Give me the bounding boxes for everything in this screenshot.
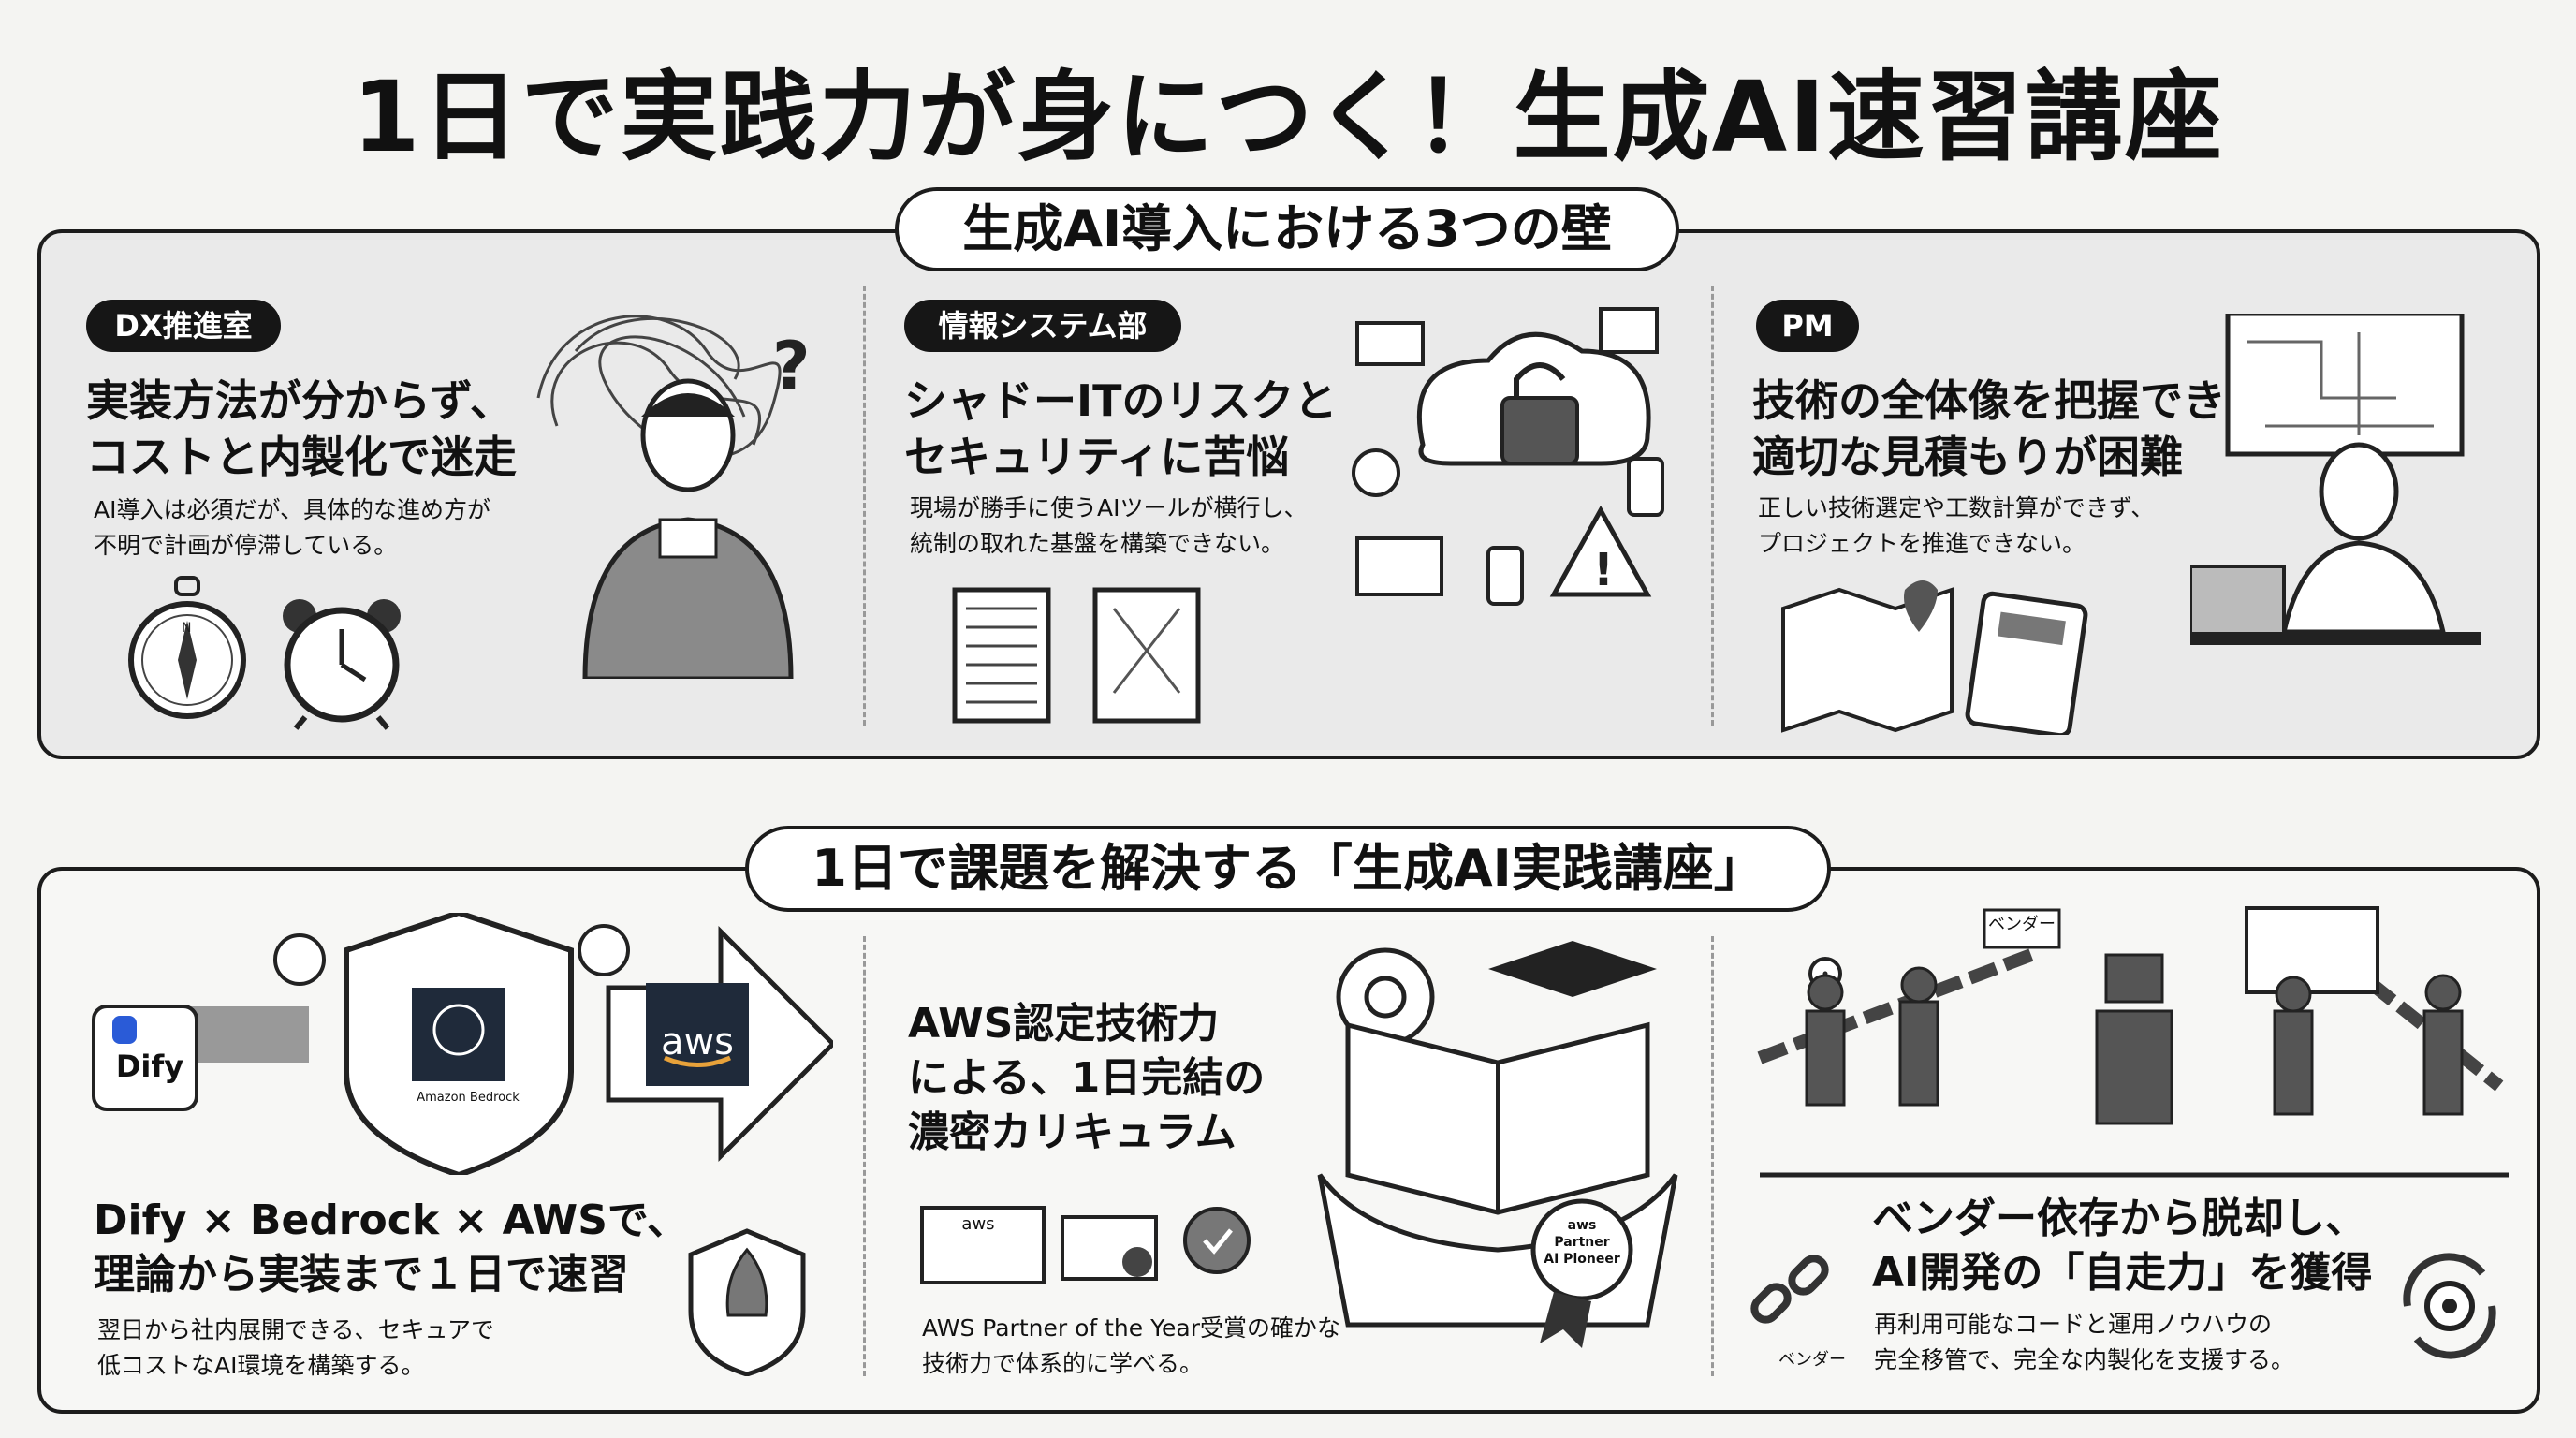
barrier-1-desc-line1: AI導入は必須だが、具体的な進め方が	[94, 496, 490, 523]
solution-2-line1: AWS認定技術力	[908, 1000, 1220, 1048]
barrier-3-line2: 適切な見積もりが困難	[1752, 432, 2183, 482]
badge-line2: Partner	[1554, 1235, 1610, 1250]
tag-dx-office: DX推進室	[86, 300, 281, 352]
dify-logo-label: Dify	[115, 1049, 184, 1084]
gear-cycle-icon	[2403, 1253, 2496, 1359]
barrier-2-desc-line1: 現場が勝手に使うAIツールが横行し、	[910, 494, 1308, 521]
solution-1-line1: Dify × Bedrock × AWSで、	[94, 1196, 689, 1244]
solution-3-line1: ベンダー依存から脱却し、	[1872, 1195, 2366, 1242]
column-divider	[1711, 286, 1714, 726]
vendor-chain-label: ベンダー	[1778, 1350, 1846, 1370]
barrier-1-line1: 実装方法が分からず、	[86, 375, 513, 426]
barrier-3-description: 正しい技術選定や工数計算ができず、 プロジェクトを推進できない。	[1758, 491, 2154, 562]
partner-badge: aws Partner AI Pioneer	[1535, 1217, 1629, 1268]
barrier-2-line1: シャドーITのリスクと	[904, 375, 1338, 426]
solution-2-line3: 濃密カリキュラム	[908, 1108, 1237, 1156]
shadow-it-security-diagram: !	[1352, 307, 1664, 606]
barrier-3-heading: 技術の全体像を把握できず、 適切な見積もりが困難	[1752, 373, 2309, 485]
confused-person-illustration: ?	[536, 315, 811, 679]
certificates-icon	[920, 1206, 1251, 1284]
compass-icon: N	[128, 576, 246, 719]
barrier-1-description: AI導入は必須だが、具体的な進め方が 不明で計画が停滞している。	[94, 492, 490, 564]
alarm-clock-icon	[283, 599, 401, 730]
solution-1-heading: Dify × Bedrock × AWSで、 理論から実装まで１日で速習	[94, 1194, 688, 1302]
svg-text:?: ?	[772, 328, 811, 404]
solution-heading: 1日で課題を解決する「生成AI実践講座」	[745, 826, 1831, 912]
solution-3-line2: AI開発の「自走力」を獲得	[1872, 1249, 2373, 1297]
tag-pm: PM	[1756, 300, 1859, 352]
stressed-pm-illustration	[2190, 314, 2481, 645]
team-robot-illustration	[1757, 906, 2509, 1178]
solution-3-heading: ベンダー依存から脱却し、 AI開発の「自走力」を獲得	[1872, 1192, 2372, 1300]
barrier-3-desc-line2: プロジェクトを推進できない。	[1758, 530, 2086, 557]
solution-2-heading: AWS認定技術力 による、1日完結の 濃密カリキュラム	[908, 997, 1265, 1160]
solution-1-description: 翌日から社内展開できる、セキュアで 低コストなAI環境を構築する。	[97, 1313, 494, 1384]
column-divider	[863, 936, 866, 1376]
solution-1-desc-line1: 翌日から社内展開できる、セキュアで	[97, 1316, 495, 1343]
barriers-heading: 生成AI導入における3つの壁	[895, 187, 1679, 271]
barrier-2-description: 現場が勝手に使うAIツールが横行し、 統制の取れた基盤を構築できない。	[910, 491, 1307, 562]
barrier-3-line1: 技術の全体像を把握できず、	[1752, 375, 2309, 426]
vendor-sign-label: ベンダー	[1988, 915, 2056, 934]
barrier-1-heading: 実装方法が分からず、 コストと内製化で迷走	[86, 373, 517, 485]
barrier-1-desc-line2: 不明で計画が停滞している。	[94, 532, 398, 559]
barrier-2-heading: シャドーITのリスクと セキュリティに苦悩	[904, 373, 1338, 485]
page-title: 1日で実践力が身につく！生成AI速習講座	[352, 60, 2224, 174]
column-divider	[863, 286, 866, 726]
map-calculator-icons	[1781, 580, 2088, 735]
dify-bedrock-aws-flow-diagram	[92, 913, 833, 1175]
column-divider	[1711, 936, 1714, 1376]
solution-3-desc-line1: 再利用可能なコードと運用ノウハウの	[1874, 1311, 2273, 1338]
solution-3-desc-line2: 完全移管で、完全な内製化を支援する。	[1874, 1346, 2295, 1373]
solution-1-desc-line2: 低コストなAI環境を構築する。	[97, 1352, 425, 1379]
barrier-2-desc-line2: 統制の取れた基盤を構築できない。	[910, 530, 1285, 557]
tag-it-department: 情報システム部	[904, 300, 1181, 352]
solution-2-description: AWS Partner of the Year受賞の確かな 技術力で体系的に学べ…	[922, 1311, 1340, 1382]
badge-line3: AI Pioneer	[1544, 1252, 1620, 1267]
barrier-3-desc-line1: 正しい技術選定や工数計算ができず、	[1758, 494, 2155, 521]
rocket-shield-icon	[688, 1228, 806, 1376]
solution-2-line2: による、1日完結の	[908, 1054, 1266, 1102]
svg-text:N: N	[182, 621, 191, 636]
solution-2-desc-line2: 技術力で体系的に学べる。	[922, 1350, 1204, 1377]
svg-text:!: !	[1593, 544, 1614, 596]
bedrock-logo-label: Amazon Bedrock	[417, 1091, 520, 1105]
solution-1-line2: 理論から実装まで１日で速習	[94, 1251, 629, 1299]
barrier-2-line2: セキュリティに苦悩	[904, 432, 1290, 482]
barrier-1-line2: コストと内製化で迷走	[86, 432, 517, 482]
aws-logo-label: aws	[660, 1020, 735, 1064]
certificate-aws-label: aws	[961, 1214, 995, 1234]
broken-chain-icon	[1750, 1255, 1829, 1324]
badge-line1: aws	[1567, 1218, 1597, 1233]
server-rack-icon	[952, 587, 1201, 724]
barriers-panel	[37, 229, 2540, 759]
solution-2-desc-line1: AWS Partner of the Year受賞の確かな	[922, 1314, 1341, 1342]
solution-3-description: 再利用可能なコードと運用ノウハウの 完全移管で、完全な内製化を支援する。	[1874, 1307, 2294, 1378]
book-graduation-illustration	[1317, 941, 1678, 1348]
